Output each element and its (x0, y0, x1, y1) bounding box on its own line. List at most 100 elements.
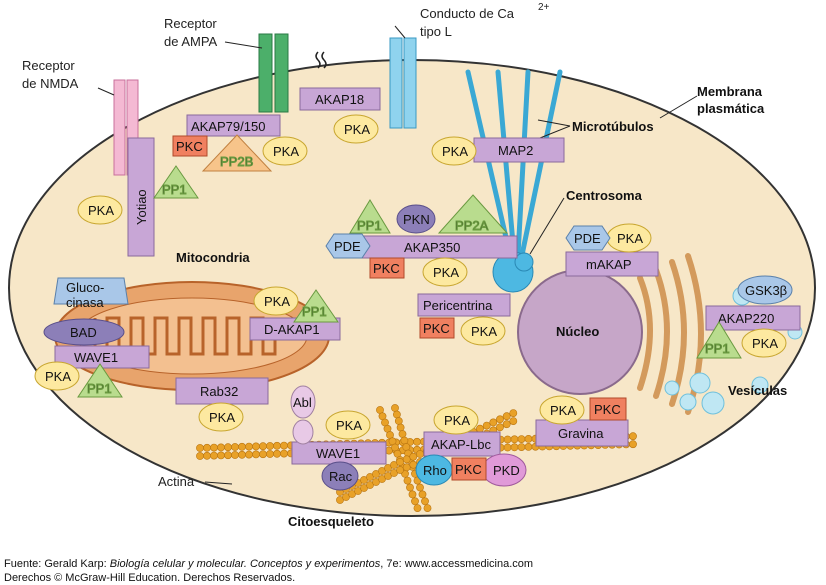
pde-akap350: PDE (334, 239, 361, 254)
actin-bead (231, 443, 239, 451)
actin-bead (196, 444, 204, 452)
gsk3b-oval: GSK3β (745, 283, 787, 298)
actin-bead (406, 483, 414, 492)
leader-lines (97, 25, 698, 485)
dakap1-box: D-AKAP1 (264, 322, 320, 337)
label-receptor-nmda-1: Receptor (22, 58, 75, 73)
akap18-box: AKAP18 (315, 92, 364, 107)
actin-bead (196, 452, 204, 460)
actin-bead (517, 435, 526, 443)
actin-bead (476, 424, 484, 433)
map2-box: MAP2 (498, 143, 533, 158)
pka-map2: PKA (442, 144, 468, 159)
actin-bead (210, 443, 218, 452)
pericentrina-box: Pericentrina (423, 298, 493, 313)
actin-bead (203, 443, 211, 452)
label-microtubulos: Microtúbulos (572, 119, 654, 134)
actin-bead (413, 437, 421, 446)
pkd-oval: PKD (493, 463, 520, 478)
actin-bead (510, 435, 519, 444)
rac-oval: Rac (329, 469, 353, 484)
actin-bead (509, 417, 518, 425)
label-membrana-1: Membrana (697, 84, 763, 99)
centrosome-inner (514, 252, 534, 272)
actin-bead (224, 451, 232, 460)
pka-wave1-bottom: PKA (336, 418, 362, 433)
actin-bead (416, 450, 424, 458)
actin-bead (273, 449, 281, 458)
actin-bead (266, 450, 274, 458)
actin-bead (482, 421, 491, 430)
actin-bead (411, 497, 419, 506)
label-nucleo: Núcleo (556, 324, 599, 339)
pkc-akaplbc: PKC (455, 462, 482, 477)
actin-bead (266, 442, 274, 450)
actin-bead (245, 442, 253, 451)
actin-bead (496, 415, 504, 424)
akaplbc-box: AKAP-Lbc (431, 437, 491, 452)
actin-bead (503, 435, 512, 444)
actin-bead (402, 455, 411, 464)
actin-bead (629, 440, 637, 449)
actin-bead (391, 404, 399, 412)
pp1-akap350: PP1 (357, 218, 382, 233)
actin-bead (259, 442, 267, 451)
abl-oval: Abl (293, 395, 312, 410)
pde-makap: PDE (574, 231, 601, 246)
label-receptor-nmda-2: de NMDA (22, 76, 79, 91)
actin-bead (502, 412, 511, 421)
actin-bead (217, 443, 225, 452)
actin-bead (245, 450, 253, 459)
wave1-left-box: WAVE1 (74, 350, 118, 365)
pkc-akap79: PKC (176, 139, 203, 154)
actin-bead (203, 451, 211, 460)
actin-bead (273, 441, 281, 450)
actin-bead (392, 410, 401, 419)
label-mitocondria: Mitocondria (176, 250, 250, 265)
actin-bead (402, 463, 411, 472)
pka-akap220: PKA (752, 336, 778, 351)
akap350-box: AKAP350 (404, 240, 460, 255)
actin-bead (238, 450, 246, 459)
pp1-yotiao: PP1 (162, 182, 187, 197)
cell-diagram: Receptor de NMDA Receptor de AMPA Conduc… (8, 2, 816, 529)
rab32-box: Rab32 (200, 384, 238, 399)
glucocinasa-label-2: cinasa (66, 295, 104, 310)
pka-wave1-left: PKA (45, 369, 71, 384)
actin-bead (402, 443, 411, 451)
pkc-pericentrina: PKC (423, 321, 450, 336)
actin-bead (252, 450, 260, 459)
actin-bead (509, 409, 518, 417)
label-membrana-2: plasmática (697, 101, 765, 116)
actin-bead (503, 443, 512, 452)
rho-oval: Rho (423, 463, 447, 478)
gravina-box: Gravina (558, 426, 604, 441)
pp2a-akap350: PP2A (455, 218, 489, 233)
bad-oval: BAD (70, 325, 97, 340)
actin-bead (524, 434, 533, 443)
pka-gravina: PKA (550, 403, 576, 418)
actin-bead (396, 466, 404, 474)
actin-bead (418, 490, 427, 499)
label-centrosoma: Centrosoma (566, 188, 643, 203)
akap220-box: AKAP220 (718, 311, 774, 326)
pka-dakap1: PKA (264, 294, 290, 309)
actin-bead (238, 442, 246, 451)
pka-makap: PKA (617, 231, 643, 246)
microtubules (465, 69, 563, 258)
wave1-bottom-box: WAVE1 (316, 446, 360, 461)
pka-pericentrina: PKA (471, 324, 497, 339)
label-actina: Actina (158, 474, 195, 489)
pp1-akap220: PP1 (705, 341, 730, 356)
makap-box: mAKAP (586, 257, 632, 272)
pka-akap79: PKA (273, 144, 299, 159)
actin-bead (396, 423, 405, 432)
pp2b-akap79: PP2B (220, 154, 253, 169)
pkc-gravina: PKC (594, 402, 621, 417)
label-receptor-ampa-2: de AMPA (164, 34, 218, 49)
actin-bead (524, 442, 533, 451)
actin-bead (396, 458, 404, 466)
pka-akap18: PKA (344, 122, 370, 137)
actin-bead (403, 476, 412, 485)
actin-bead (409, 452, 418, 461)
